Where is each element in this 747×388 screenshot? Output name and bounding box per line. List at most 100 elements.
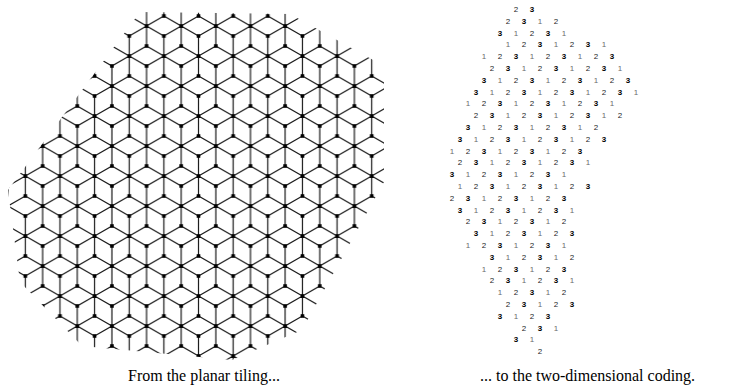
code-digit: 1 (551, 40, 561, 50)
code-digit: 1 (543, 288, 553, 298)
code-digit: 1 (511, 312, 521, 322)
code-digit: 1 (519, 135, 529, 145)
code-digit: 3 (527, 217, 537, 227)
planar-tiling (8, 12, 384, 360)
code-digit: 1 (535, 158, 545, 168)
code-digit: 2 (495, 194, 505, 204)
code-digit: 3 (623, 76, 633, 86)
code-digit: 2 (567, 111, 577, 121)
code-digit: 3 (567, 300, 577, 310)
code-digit: 3 (511, 123, 521, 133)
code-digit: 2 (503, 88, 513, 98)
code-digit: 3 (495, 29, 505, 39)
code-digit: 3 (447, 170, 457, 180)
code-digit: 1 (615, 64, 625, 74)
code-digit: 1 (551, 253, 561, 263)
code-digit: 2 (511, 147, 521, 157)
code-digit: 1 (543, 76, 553, 86)
code-digit: 1 (543, 217, 553, 227)
code-digit: 3 (607, 52, 617, 62)
code-digit: 2 (527, 170, 537, 180)
caption: From the planar tiling... (128, 367, 280, 385)
code-digit: 2 (583, 135, 593, 145)
code-digit: 1 (495, 217, 505, 227)
code-digit: 2 (543, 265, 553, 275)
code-digit: 3 (551, 64, 561, 74)
code-digit: 2 (591, 123, 601, 133)
code-digit: 2 (599, 88, 609, 98)
code-digit: 3 (463, 194, 473, 204)
code-digit: 1 (599, 40, 609, 50)
code-digit: 1 (511, 29, 521, 39)
code-digit: 1 (495, 76, 505, 86)
code-digit: 3 (455, 206, 465, 216)
code-digit: 3 (463, 123, 473, 133)
code-digit: 3 (591, 99, 601, 109)
code-digit: 3 (543, 170, 553, 180)
code-digit: 1 (503, 111, 513, 121)
code-digit: 1 (535, 229, 545, 239)
code-digit: 1 (519, 206, 529, 216)
code-digit: 1 (479, 194, 489, 204)
code-digit: 3 (559, 194, 569, 204)
code-digit: 1 (535, 300, 545, 310)
code-digit: 3 (615, 88, 625, 98)
code-digit: 2 (535, 347, 545, 357)
code-digit: 1 (447, 147, 457, 157)
code-digit: 1 (583, 88, 593, 98)
code-digit: 2 (535, 135, 545, 145)
code-digit: 1 (503, 40, 513, 50)
code-digit: 3 (503, 276, 513, 286)
code-digit: 1 (559, 29, 569, 39)
code-digit: 2 (567, 40, 577, 50)
code-digit: 2 (511, 288, 521, 298)
code-digit: 3 (487, 253, 497, 263)
code-digit: 3 (599, 135, 609, 145)
code-digit: 3 (535, 253, 545, 263)
code-digit: 2 (519, 40, 529, 50)
code-digit: 2 (487, 276, 497, 286)
code-digit: 1 (535, 17, 545, 27)
code-digit: 2 (567, 182, 577, 192)
code-digit: 2 (463, 217, 473, 227)
code-digit: 1 (511, 241, 521, 251)
code-digit: 1 (575, 123, 585, 133)
code-digit: 3 (575, 76, 585, 86)
code-digit: 3 (583, 182, 593, 192)
code-digit: 2 (519, 324, 529, 334)
code-digit: 2 (479, 99, 489, 109)
code-digit: 3 (527, 5, 537, 15)
code-digit: 1 (455, 182, 465, 192)
code-digit: 3 (479, 147, 489, 157)
code-digit: 2 (487, 135, 497, 145)
code-digit: 2 (471, 111, 481, 121)
code-digit: 3 (519, 300, 529, 310)
code-digit: 3 (583, 40, 593, 50)
code-digit: 3 (599, 64, 609, 74)
code-digit: 1 (607, 99, 617, 109)
code-digit: 1 (487, 88, 497, 98)
code-digit: 2 (511, 76, 521, 86)
code-digit: 1 (583, 158, 593, 168)
code-digit: 3 (575, 147, 585, 157)
code-digit: 2 (503, 229, 513, 239)
code-digit: 1 (471, 206, 481, 216)
code-digit: 1 (551, 111, 561, 121)
code-digit: 2 (503, 17, 513, 27)
code-digit: 3 (551, 276, 561, 286)
code-digit: 1 (479, 52, 489, 62)
code-digit: 3 (503, 64, 513, 74)
code-digit: 3 (567, 88, 577, 98)
code-digit: 3 (535, 40, 545, 50)
code-digit: 3 (583, 111, 593, 121)
code-digit: 3 (495, 99, 505, 109)
code-digit: 3 (527, 288, 537, 298)
code-digit: 3 (511, 52, 521, 62)
code-digit: 2 (559, 76, 569, 86)
code-digit: 1 (527, 194, 537, 204)
code-digit: 2 (543, 52, 553, 62)
code-digit: 3 (559, 52, 569, 62)
code-digit: 2 (479, 170, 489, 180)
code-digit: 3 (519, 229, 529, 239)
